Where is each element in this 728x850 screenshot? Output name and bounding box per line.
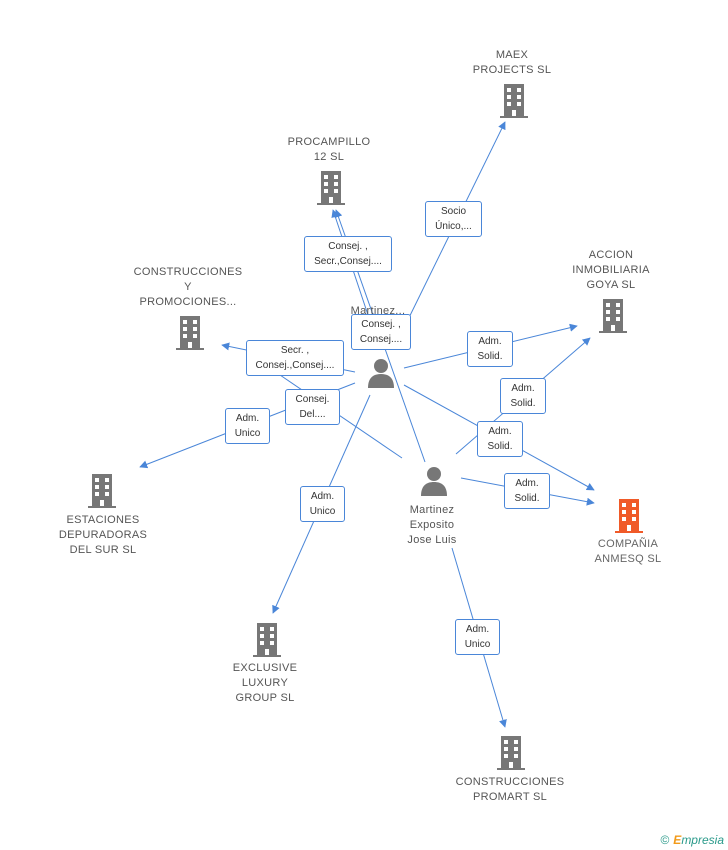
edge-label-adm-solid-mid[interactable]: Adm. Solid. [500,378,546,414]
company-label-procampillo[interactable]: PROCAMPILLO 12 SL [287,136,371,163]
person-label-2[interactable]: Martinez Exposito Jose Luis [407,504,457,546]
brand-name: mpresia [681,833,724,847]
edge-label-adm-unico-promart[interactable]: Adm. Unico [455,619,500,655]
edge-label-adm-unico-exclusive[interactable]: Adm. Unico [300,486,345,522]
edge-label-consej-person1[interactable]: Consej. , Consej.... [351,314,411,350]
building-icon[interactable] [253,623,281,662]
building-icon[interactable] [88,474,116,513]
person-icon[interactable] [420,466,448,501]
company-label-compania[interactable]: COMPAÑIA ANMESQ SL [594,538,662,565]
building-icon[interactable] [599,299,627,338]
brand-initial: E [673,833,682,847]
company-label-exclusive[interactable]: EXCLUSIVE LUXURY GROUP SL [232,662,298,704]
edge-label-adm-unico-estaciones[interactable]: Adm. Unico [225,408,270,444]
company-label-construcciones-y[interactable]: CONSTRUCCIONES Y PROMOCIONES... [133,266,243,308]
company-label-maex[interactable]: MAEX PROJECTS SL [472,49,552,76]
edge-label-consej-procampillo[interactable]: Consej. , Secr.,Consej.... [304,236,392,272]
person-icon[interactable] [367,358,395,393]
copyright-symbol: © [660,833,670,847]
main-company-building-icon[interactable] [615,499,643,538]
building-icon[interactable] [500,84,528,123]
company-label-accion[interactable]: ACCION INMOBILIARIA GOYA SL [572,249,650,291]
building-icon[interactable] [317,171,345,210]
building-icon[interactable] [176,316,204,355]
edge-label-adm-solid-low[interactable]: Adm. Solid. [477,421,523,457]
edge-label-socio-unico[interactable]: Socio Único,... [425,201,482,237]
edge-person2-construcciones-y [279,374,403,459]
brand-watermark: ©Empresia [660,833,724,847]
building-icon[interactable] [497,736,525,775]
company-label-promart[interactable]: CONSTRUCCIONES PROMART SL [455,776,565,803]
company-label-estaciones[interactable]: ESTACIONES DEPURADORAS DEL SUR SL [58,514,148,556]
edge-label-secr-consej[interactable]: Secr. , Consej.,Consej.... [246,340,344,376]
edge-label-adm-solid-accion[interactable]: Adm. Solid. [467,331,513,367]
edge-label-adm-solid-compania[interactable]: Adm. Solid. [504,473,550,509]
edge-label-consej-del[interactable]: Consej. Del.... [285,389,340,425]
